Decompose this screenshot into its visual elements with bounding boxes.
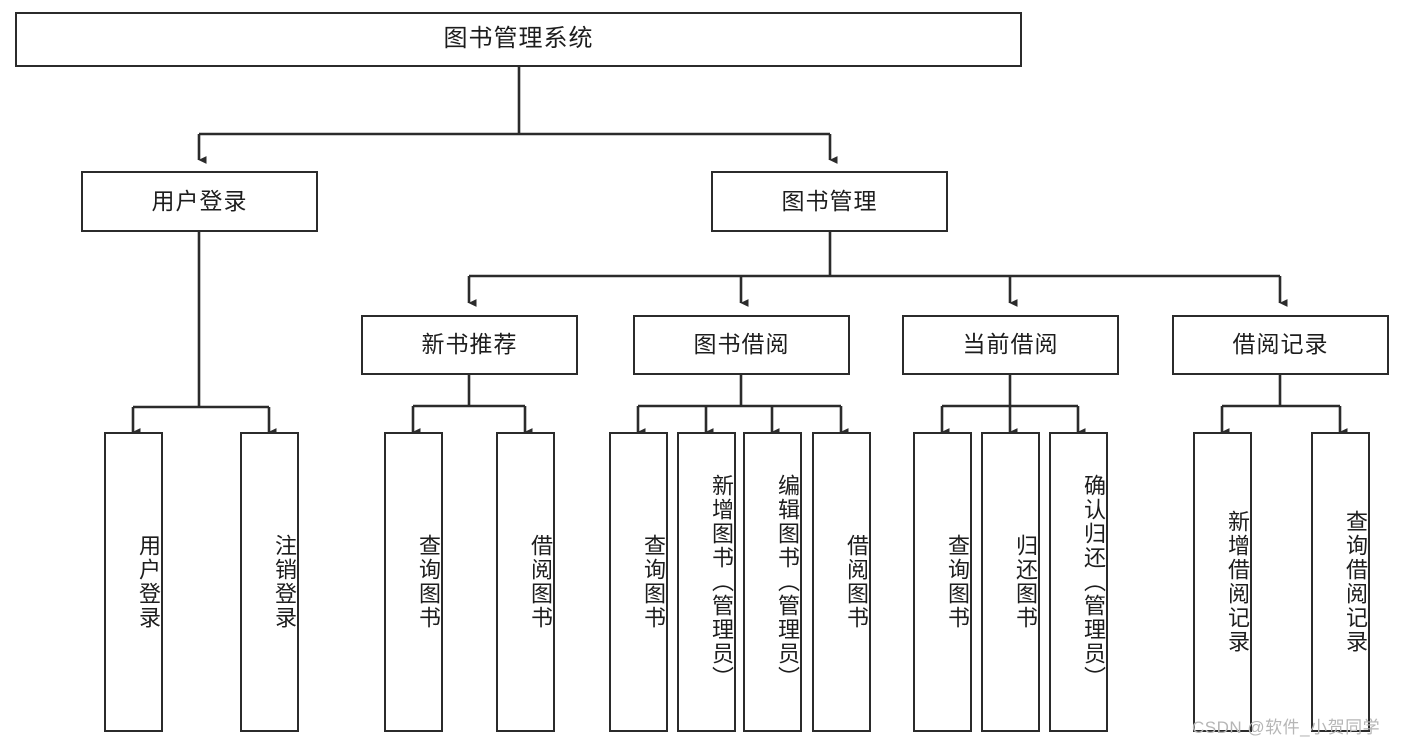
- node-leaf-add-record-label: 新增借阅记录: [1225, 510, 1250, 654]
- node-book-borrow[interactable]: 图书借阅: [633, 315, 850, 375]
- node-leaf-query-book-3[interactable]: 查询图书: [913, 432, 972, 732]
- node-leaf-user-login[interactable]: 用户登录: [104, 432, 163, 732]
- node-leaf-return-book-label: 归还图书: [1013, 534, 1038, 630]
- node-root[interactable]: 图书管理系统: [15, 12, 1022, 67]
- node-borrow-record[interactable]: 借阅记录: [1172, 315, 1389, 375]
- node-current-borrow-label: 当前借阅: [962, 331, 1059, 358]
- node-leaf-confirm-return[interactable]: 确认归还（管理员）: [1049, 432, 1108, 732]
- node-leaf-query-book-2-label: 查询图书: [641, 534, 666, 630]
- node-leaf-add-book[interactable]: 新增图书（管理员）: [677, 432, 736, 732]
- node-current-borrow[interactable]: 当前借阅: [902, 315, 1119, 375]
- node-book-borrow-label: 图书借阅: [693, 331, 790, 358]
- node-leaf-query-record[interactable]: 查询借阅记录: [1311, 432, 1370, 732]
- node-leaf-edit-book[interactable]: 编辑图书（管理员）: [743, 432, 802, 732]
- node-leaf-add-record[interactable]: 新增借阅记录: [1193, 432, 1252, 732]
- node-leaf-user-login-label: 用户登录: [136, 534, 161, 630]
- node-leaf-borrow-book-1-label: 借阅图书: [528, 534, 553, 630]
- node-leaf-query-book-1-label: 查询图书: [416, 534, 441, 630]
- node-user-login-label: 用户登录: [151, 187, 248, 214]
- node-leaf-query-book-1[interactable]: 查询图书: [384, 432, 443, 732]
- node-root-label: 图书管理系统: [443, 25, 594, 53]
- node-leaf-logout[interactable]: 注销登录: [240, 432, 299, 732]
- node-leaf-query-record-label: 查询借阅记录: [1343, 510, 1368, 654]
- node-new-book-rec-label: 新书推荐: [421, 331, 518, 358]
- node-leaf-logout-label: 注销登录: [272, 534, 297, 630]
- node-leaf-query-book-2[interactable]: 查询图书: [609, 432, 668, 732]
- node-leaf-borrow-book-2[interactable]: 借阅图书: [812, 432, 871, 732]
- node-leaf-add-book-label: 新增图书（管理员）: [709, 474, 734, 690]
- node-leaf-borrow-book-2-label: 借阅图书: [844, 534, 869, 630]
- node-leaf-confirm-return-label: 确认归还（管理员）: [1081, 474, 1106, 690]
- node-user-login[interactable]: 用户登录: [81, 171, 318, 232]
- node-new-book-rec[interactable]: 新书推荐: [361, 315, 578, 375]
- node-leaf-query-book-3-label: 查询图书: [945, 534, 970, 630]
- node-book-manage-label: 图书管理: [781, 187, 878, 214]
- watermark-text: CSDN @软件_小贺同学: [1192, 718, 1381, 737]
- node-leaf-borrow-book-1[interactable]: 借阅图书: [496, 432, 555, 732]
- node-borrow-record-label: 借阅记录: [1232, 331, 1329, 358]
- node-leaf-edit-book-label: 编辑图书（管理员）: [775, 474, 800, 690]
- node-leaf-return-book[interactable]: 归还图书: [981, 432, 1040, 732]
- node-book-manage[interactable]: 图书管理: [711, 171, 948, 232]
